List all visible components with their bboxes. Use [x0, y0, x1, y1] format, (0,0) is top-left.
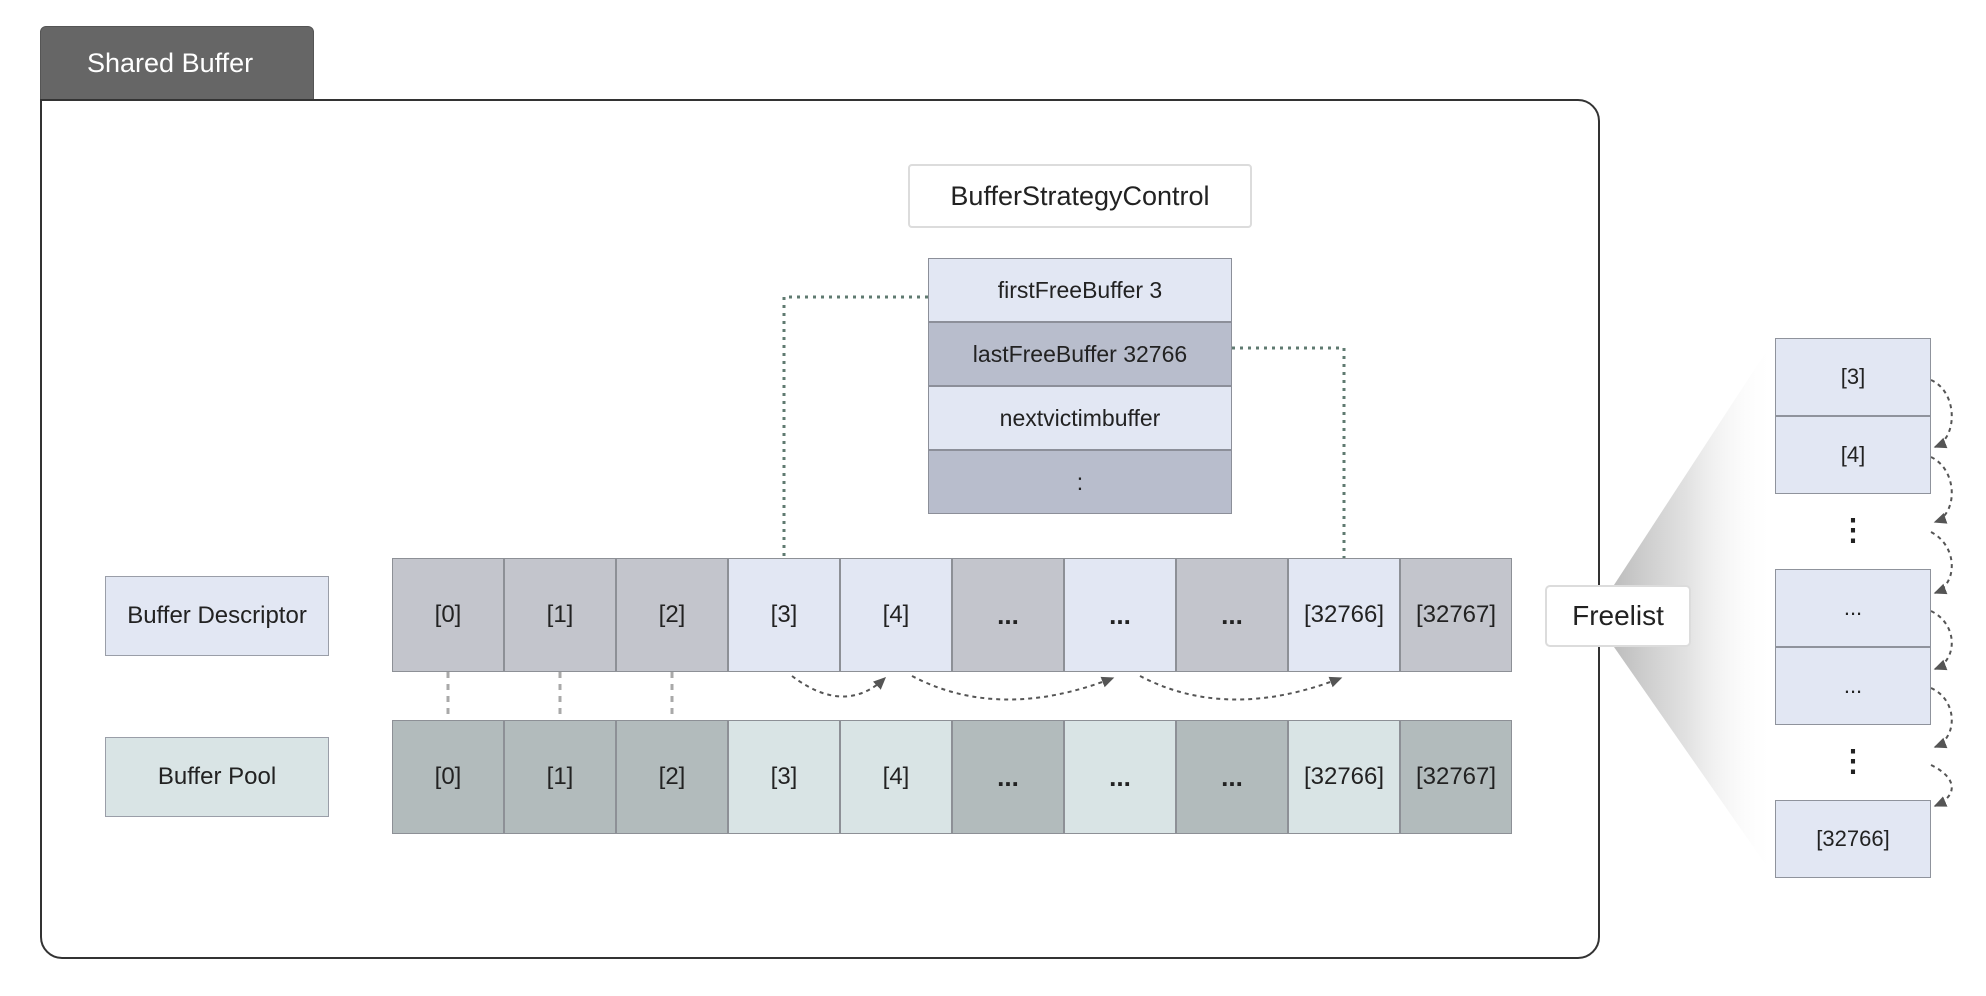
buffer-descriptor-label-text: Buffer Descriptor	[127, 602, 307, 629]
descriptor-cell-text: [2]	[658, 601, 686, 628]
descriptor-cell-text: [0]	[434, 601, 462, 628]
descriptor-cell-text: [32767]	[1415, 601, 1497, 628]
pool-cell-text: [4]	[882, 763, 910, 790]
first-free-buffer-field: firstFreeBuffer 3	[928, 258, 1232, 322]
freelist-item: [4]	[1775, 416, 1931, 494]
freelist-chain-arrow	[1930, 379, 1953, 449]
pool-cell-text: [3]	[770, 763, 798, 790]
pool-cell: ...	[1176, 720, 1288, 834]
pool-cell: [32767]	[1400, 720, 1512, 834]
descriptor-cell: [3]	[728, 558, 840, 672]
freelist-cone	[1614, 338, 1775, 878]
buffer-strategy-control-title: BufferStrategyControl	[908, 164, 1252, 228]
pool-cell: [0]	[392, 720, 504, 834]
descriptor-cell: [32767]	[1400, 558, 1512, 672]
descriptor-cell: [0]	[392, 558, 504, 672]
descriptor-cell-text: ...	[1109, 599, 1131, 630]
freelist-item-text: ...	[1843, 673, 1863, 698]
pool-cell: [32766]	[1288, 720, 1400, 834]
descriptor-cell: [32766]	[1288, 558, 1400, 672]
freelist-chain-arrow	[1930, 456, 1953, 524]
strategy-ellipsis-text: :	[1076, 468, 1084, 495]
freelist-chain-arrow	[1930, 531, 1953, 595]
last-free-buffer-field: lastFreeBuffer 32766	[928, 322, 1232, 386]
pool-cell: [3]	[728, 720, 840, 834]
next-victim-buffer-text: nextvictimbuffer	[999, 404, 1161, 431]
freelist-item-text: [32766]	[1816, 826, 1890, 851]
freelist-next-arrow	[1139, 675, 1343, 701]
freelist-ellipsis-text: ⋮	[1838, 744, 1868, 778]
descriptor-cell-text: [4]	[882, 601, 910, 628]
buffer-pool-label-text: Buffer Pool	[157, 763, 277, 790]
freelist-chain-arrow	[1930, 610, 1953, 671]
pool-cell-text: [32766]	[1303, 763, 1385, 790]
buffer-strategy-control-label: BufferStrategyControl	[950, 180, 1210, 211]
freelist-label: Freelist	[1545, 585, 1691, 647]
freelist-next-arrow	[911, 675, 1115, 701]
freelist-item-text: [4]	[1840, 442, 1866, 467]
freelist-item: [3]	[1775, 338, 1931, 416]
first-free-buffer-text: firstFreeBuffer 3	[997, 276, 1163, 303]
descriptor-cell: [1]	[504, 558, 616, 672]
descriptor-cell-text: ...	[1221, 599, 1243, 630]
freelist-item-text: ...	[1843, 595, 1863, 620]
freelist-vertical-ellipsis: ⋮	[1775, 723, 1931, 799]
descriptor-cell-text: [32766]	[1303, 601, 1385, 628]
first-free-buffer-pointer	[782, 295, 928, 558]
freelist-label-text: Freelist	[1572, 600, 1664, 631]
descriptor-cell: [2]	[616, 558, 728, 672]
freelist-vertical-ellipsis: ⋮	[1775, 492, 1931, 568]
pool-cell-text: ...	[1109, 761, 1131, 792]
freelist-item: ...	[1775, 569, 1931, 647]
descriptor-cell: [4]	[840, 558, 952, 672]
strategy-ellipsis-field: :	[928, 450, 1232, 514]
shared-buffer-title: Shared Buffer	[87, 47, 254, 78]
last-free-buffer-text: lastFreeBuffer 32766	[972, 340, 1188, 367]
pool-cell-text: [2]	[658, 763, 686, 790]
pool-cell-text: ...	[997, 761, 1019, 792]
pool-cell-text: [0]	[434, 763, 462, 790]
descriptor-cell: ...	[1064, 558, 1176, 672]
freelist-chain-arrow	[1930, 764, 1953, 807]
shared-buffer-tab: Shared Buffer	[40, 26, 314, 100]
pool-cell-text: [32767]	[1415, 763, 1497, 790]
descriptor-cell-text: [1]	[546, 601, 574, 628]
freelist-item: [32766]	[1775, 800, 1931, 878]
freelist-chain-arrow	[1930, 687, 1953, 749]
pool-cell: [2]	[616, 720, 728, 834]
buffer-descriptor-label: Buffer Descriptor	[105, 576, 329, 656]
freelist-item-text: [3]	[1840, 364, 1866, 389]
pool-cell-text: [1]	[546, 763, 574, 790]
pool-cell: [4]	[840, 720, 952, 834]
freelist-next-arrow	[791, 675, 887, 698]
freelist-ellipsis-text: ⋮	[1838, 513, 1868, 547]
next-victim-buffer-field: nextvictimbuffer	[928, 386, 1232, 450]
descriptor-cell-text: [3]	[770, 601, 798, 628]
pool-cell: ...	[1064, 720, 1176, 834]
descriptor-cell: ...	[952, 558, 1064, 672]
last-free-buffer-pointer	[1232, 346, 1346, 558]
descriptor-cell: ...	[1176, 558, 1288, 672]
pool-cell: ...	[952, 720, 1064, 834]
pool-cell-text: ...	[1221, 761, 1243, 792]
buffer-pool-label: Buffer Pool	[105, 737, 329, 817]
pool-cell: [1]	[504, 720, 616, 834]
freelist-item: ...	[1775, 647, 1931, 725]
descriptor-cell-text: ...	[997, 599, 1019, 630]
